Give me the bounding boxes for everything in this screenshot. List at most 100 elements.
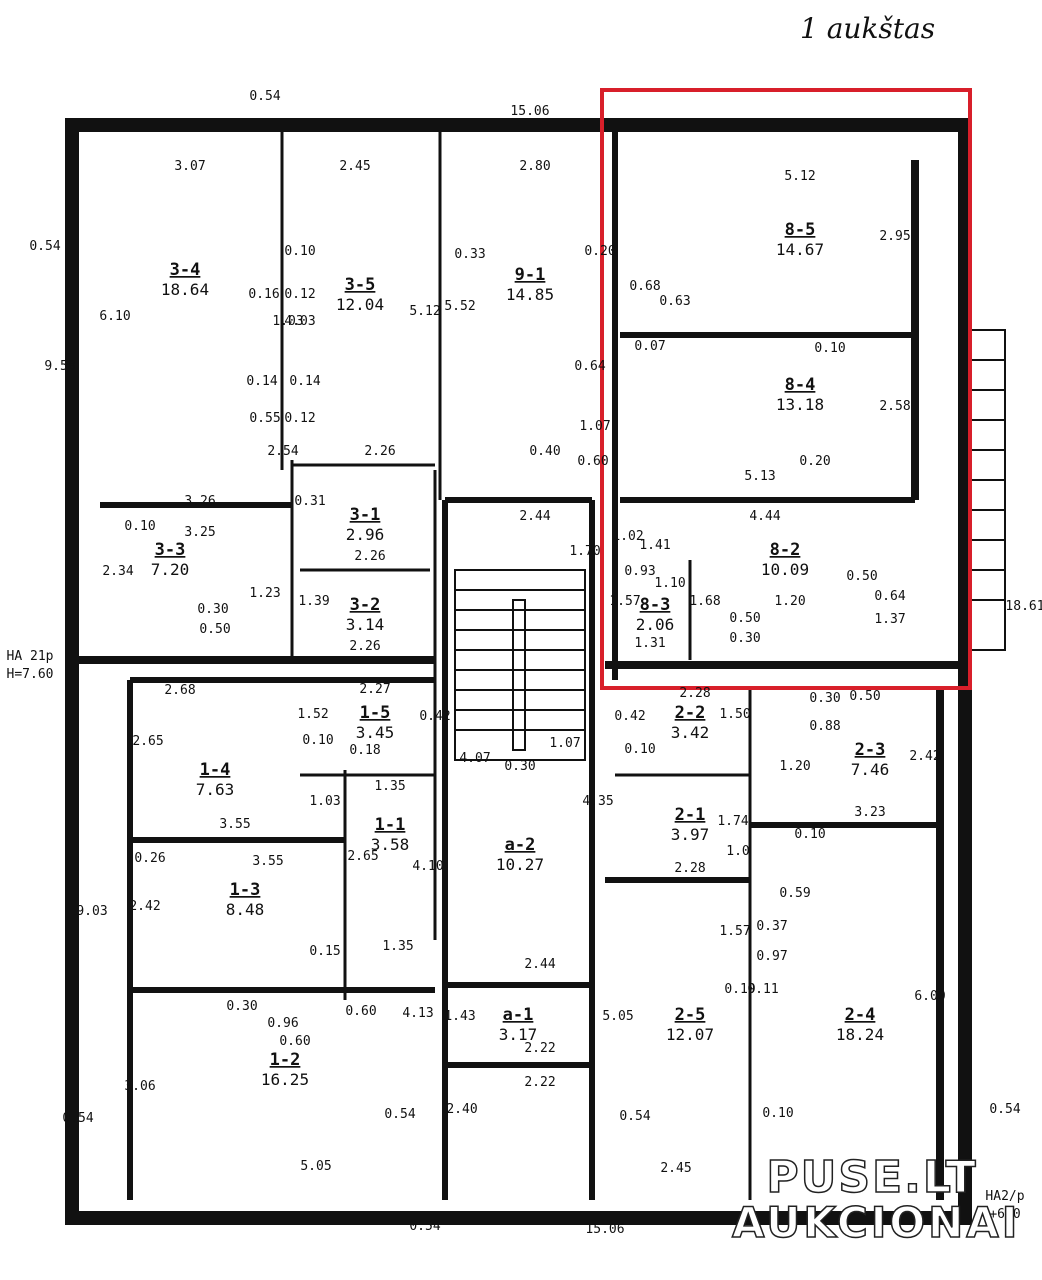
room-area-label: 7.20	[151, 560, 190, 579]
dimension-label: 2.95	[879, 229, 910, 244]
dimension-label: 1.07	[579, 419, 610, 434]
room-id-label: 2-2	[675, 703, 706, 723]
dimension-label: 2.45	[339, 159, 370, 174]
dimension-label: 1.50	[719, 707, 750, 722]
dimension-label: 2.44	[524, 957, 555, 972]
dimension-label: 0.30	[197, 602, 228, 617]
dimension-label: 1.74	[717, 814, 748, 829]
dimension-label: 0.10	[284, 244, 315, 259]
dimension-label: 1.52	[297, 707, 328, 722]
dimension-label: 0.50	[199, 622, 230, 637]
dimension-label: 5.05	[602, 1009, 633, 1024]
dimension-label: 1.03	[272, 314, 303, 329]
room-area-label: 10.09	[761, 560, 809, 579]
dimension-label: 0.16	[248, 287, 279, 302]
dimension-label: 0.68	[629, 279, 660, 294]
dimension-label: 0.37	[756, 919, 787, 934]
room-area-label: 3.14	[346, 615, 385, 634]
dimension-label: 4.07	[459, 751, 490, 766]
dimension-label: 2.68	[164, 683, 195, 698]
room-area-label: 8.48	[226, 900, 265, 919]
dimension-label: 3.55	[252, 854, 283, 869]
room-id-label: 3-5	[345, 275, 376, 295]
elevation-mark: H=7.60	[7, 667, 54, 682]
exterior-stairs	[965, 329, 1006, 651]
dimension-label: 0.54	[619, 1109, 650, 1124]
room-id-label: 2-3	[855, 740, 886, 760]
dimension-label: 1.02	[612, 529, 643, 544]
dimension-label: 0.50	[846, 569, 877, 584]
dimension-label: 4.03	[284, 314, 315, 329]
room-id-label: 1-2	[270, 1050, 301, 1070]
dimension-label: 0.18	[349, 743, 380, 758]
dimension-label: 1.20	[774, 594, 805, 609]
dimension-label: 0.50	[729, 611, 760, 626]
dimension-label: 1.03	[309, 794, 340, 809]
dimension-label: 1.70	[569, 544, 600, 559]
dimension-label: 0.14	[289, 374, 320, 389]
room-area-label: 3.58	[371, 835, 410, 854]
room-area-label: 16.25	[261, 1070, 309, 1089]
dimension-label: 2.26	[354, 549, 385, 564]
dimension-label: 2.65	[132, 734, 163, 749]
room-id-label: 3-1	[350, 505, 381, 525]
dimension-label: 2.40	[446, 1102, 477, 1117]
room-id-label: 1-1	[375, 815, 406, 835]
dimension-label: 5.52	[444, 299, 475, 314]
dimension-label: 1.57	[609, 594, 640, 609]
dimension-label: 0.59	[779, 886, 810, 901]
dimension-label: 0.26	[134, 851, 165, 866]
dimension-label: 2.34	[102, 564, 133, 579]
dimension-label: 6.10	[99, 309, 130, 324]
watermark-line2: AUKCIONAI	[731, 1198, 1021, 1248]
dimension-label: 0.40	[529, 444, 560, 459]
room-id-label: 2-1	[675, 805, 706, 825]
room-area-label: 3.42	[671, 723, 710, 742]
stairs	[454, 569, 586, 761]
room-id-label: 1-4	[200, 760, 231, 780]
dimension-label: 0.88	[809, 719, 840, 734]
elevation-mark: +6.0	[989, 1207, 1020, 1222]
dimension-label: 1.0	[726, 844, 749, 859]
dimension-label: 5.13	[744, 469, 775, 484]
dimension-label: 2.28	[674, 861, 705, 876]
room-id-label: 8-4	[785, 375, 816, 395]
room-id-label: 1-5	[360, 703, 391, 723]
dimension-label: 0.42	[419, 709, 450, 724]
dimension-label: 0.10	[124, 519, 155, 534]
dimension-label: 5.12	[784, 169, 815, 184]
room-id-label: 9-1	[515, 265, 546, 285]
outer-wall	[65, 118, 972, 1225]
dimension-label: 2.58	[879, 399, 910, 414]
dimension-label: 0.64	[574, 359, 605, 374]
room-area-label: 14.85	[506, 285, 554, 304]
dimension-label: 4.44	[749, 509, 780, 524]
dimension-label: 0.10	[794, 827, 825, 842]
dimension-label: 0.14	[246, 374, 277, 389]
dimension-label: 1.23	[249, 586, 280, 601]
dimension-label: 1.68	[689, 594, 720, 609]
dimension-label: 2.45	[660, 1161, 691, 1176]
dimension-label: 9.03	[76, 904, 107, 919]
room-area-label: 18.64	[161, 280, 209, 299]
room-area-label: 3.97	[671, 825, 710, 844]
dimension-label: 0.12	[284, 411, 315, 426]
dimension-label: 0.63	[659, 294, 690, 309]
dimension-label: 3.06	[124, 1079, 155, 1094]
dimension-label: 0.54	[384, 1107, 415, 1122]
dimension-label: 0.54	[989, 1102, 1020, 1117]
dimension-label: 0.30	[809, 691, 840, 706]
dimension-label: 1.31	[634, 636, 665, 651]
room-area-label: 3.45	[356, 723, 395, 742]
dimension-label: 0.96	[267, 1016, 298, 1031]
room-id-label: 3-3	[155, 540, 186, 560]
room-area-label: 12.04	[336, 295, 384, 314]
dimension-label: 2.54	[267, 444, 298, 459]
room-id-label: a-1	[503, 1005, 534, 1025]
dimension-label: 2.42	[129, 899, 160, 914]
dimension-label: 3.07	[174, 159, 205, 174]
dimension-label: 2.28	[679, 686, 710, 701]
